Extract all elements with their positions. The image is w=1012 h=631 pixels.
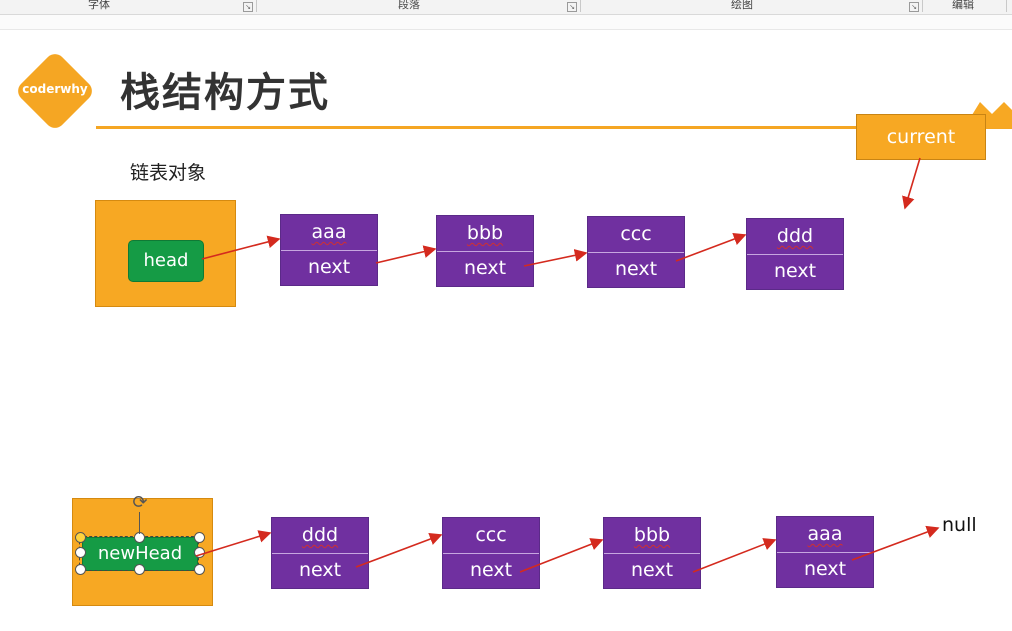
linked-list-caption[interactable]: 链表对象 (130, 162, 207, 184)
ribbon-separator (580, 0, 581, 12)
selection-handle[interactable] (75, 564, 86, 575)
node-next: next (469, 559, 513, 581)
top-node-4[interactable]: ddd next (746, 218, 844, 290)
title-underline (96, 126, 1012, 129)
rotate-handle-stem (139, 512, 140, 534)
paragraph-dialog-launcher-icon[interactable]: ↘ (567, 2, 577, 12)
ribbon-group-drawing[interactable]: 绘图 (731, 0, 753, 11)
bottom-node-2[interactable]: ccc next (442, 517, 540, 589)
arrow-current-down (902, 157, 921, 210)
node-value: ccc (588, 217, 684, 253)
node-value: ccc (443, 518, 539, 554)
font-dialog-launcher-icon[interactable]: ↘ (243, 2, 253, 12)
arrow-ccc-to-ddd (675, 232, 747, 262)
logo-text: coderwhy (22, 82, 88, 96)
selection-handle[interactable] (134, 564, 145, 575)
node-next: next (307, 256, 351, 278)
node-value: ddd (747, 219, 843, 255)
selection-handle[interactable] (194, 564, 205, 575)
ribbon-group-editing[interactable]: 编辑 (952, 0, 974, 11)
node-next: next (803, 558, 847, 580)
node-next: next (630, 559, 674, 581)
rotate-handle-icon[interactable]: ⟳ (132, 492, 148, 513)
node-value: bbb (604, 518, 700, 554)
top-node-1[interactable]: aaa next (280, 214, 378, 286)
node-value: ddd (272, 518, 368, 554)
bottom-node-3[interactable]: bbb next (603, 517, 701, 589)
node-next: next (298, 559, 342, 581)
slide-title[interactable]: 栈结构方式 (120, 70, 330, 116)
ribbon-separator (256, 0, 257, 12)
node-next: next (463, 257, 507, 279)
top-node-3[interactable]: ccc next (587, 216, 685, 288)
current-pointer[interactable]: current (856, 114, 986, 160)
selection-handle[interactable] (194, 532, 205, 543)
null-label[interactable]: null (942, 514, 977, 536)
bottom-node-1[interactable]: ddd next (271, 517, 369, 589)
node-value: aaa (281, 215, 377, 251)
ribbon-group-font[interactable]: 字体 (88, 0, 110, 11)
ribbon-separator (922, 0, 923, 12)
selection-handle[interactable] (194, 547, 205, 558)
drawing-dialog-launcher-icon[interactable]: ↘ (909, 2, 919, 12)
selection-handle[interactable] (75, 547, 86, 558)
node-next: next (773, 260, 817, 282)
ribbon-bar: 字体 ↘ 段落 ↘ 绘图 ↘ 编辑 (0, 0, 1012, 15)
node-next: next (614, 258, 658, 280)
ruler-strip (0, 15, 1012, 30)
arrow-aaa-to-bbb (375, 245, 437, 264)
selection-handle[interactable] (75, 532, 86, 543)
bottom-node-4[interactable]: aaa next (776, 516, 874, 588)
ribbon-separator (1006, 0, 1007, 12)
arrow-bbb-to-aaa (692, 538, 777, 573)
head-pointer[interactable]: head (128, 240, 204, 282)
node-value: aaa (777, 517, 873, 553)
node-value: bbb (437, 216, 533, 252)
top-node-2[interactable]: bbb next (436, 215, 534, 287)
ribbon-group-paragraph[interactable]: 段落 (398, 0, 420, 11)
